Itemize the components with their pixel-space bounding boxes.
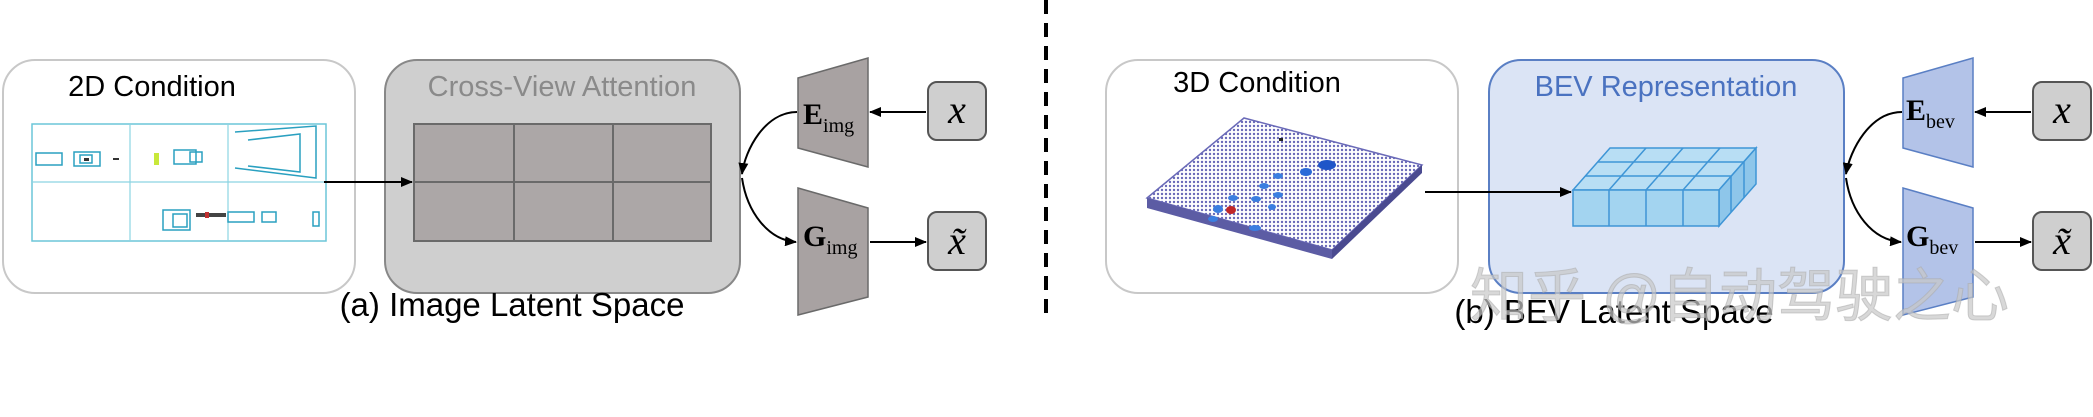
bev-decoder-block <box>1902 187 1974 316</box>
bev-input-x-box <box>2032 81 2092 141</box>
bev-latent-space-panel: 3D Condition BEV Representation <box>1105 57 2092 330</box>
image-input-x: x <box>947 87 966 132</box>
3d-condition-title: 3D Condition <box>1173 67 1341 99</box>
image-decoder-block <box>797 187 869 316</box>
2d-condition-title: 2D Condition <box>68 71 236 103</box>
multi-view-layout-map <box>31 123 327 242</box>
bev-encoder-block <box>1902 57 1974 168</box>
image-output-x-box <box>927 211 987 271</box>
image-input-x-box <box>927 81 987 141</box>
attention-grid <box>413 123 712 242</box>
bev-grid-volume <box>1571 146 1758 228</box>
image-latent-space-caption: (a) Image Latent Space <box>340 286 685 323</box>
attention-to-image-decoder-arrow <box>741 177 797 247</box>
bev-input-x: x <box>2052 87 2071 132</box>
3d-occupancy-point-cloud <box>1145 117 1424 259</box>
bev-output-x-box <box>2032 211 2092 271</box>
bev-encoder-label: Ebev <box>1906 94 1955 133</box>
bev-latent-space-caption: (b) BEV Latent Space <box>1454 293 1773 330</box>
bev-decoder-label: Gbev <box>1906 220 1958 259</box>
image-output-x-tilde: x̃ <box>947 218 967 263</box>
image-encoder-to-attention-arrow <box>738 111 798 175</box>
image-latent-space-panel: 2D Condition <box>2 57 987 323</box>
image-decoder-label: Gimg <box>803 220 857 259</box>
watermark: 知乎 @自动驾驶之心 <box>1470 264 2009 329</box>
bev-encoder-to-bev-arrow <box>1842 111 1903 175</box>
bev-to-bev-decoder-arrow <box>1845 177 1902 247</box>
cross-view-attention-title: Cross-View Attention <box>428 71 697 103</box>
bev-output-x-tilde: x̃ <box>2052 218 2072 263</box>
bev-representation-title: BEV Representation <box>1535 71 1798 103</box>
image-encoder-block <box>797 57 869 168</box>
image-encoder-label: Eimg <box>803 98 854 137</box>
